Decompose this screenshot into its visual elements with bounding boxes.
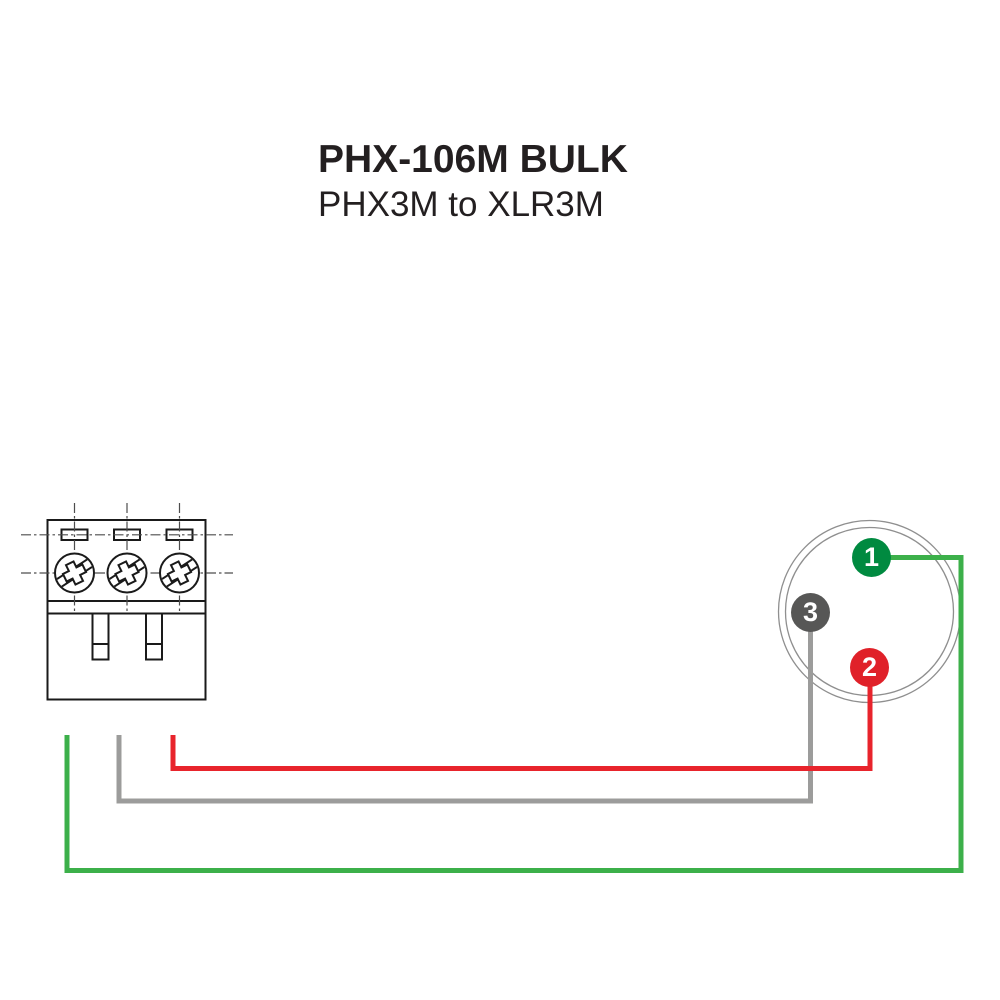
phoenix-connector-drawing: [21, 503, 233, 701]
terminal-screw-icon: [54, 552, 95, 594]
product-subtitle: PHX3M to XLR3M: [318, 185, 604, 224]
red-wire-right-terminal-to-pin2: [170, 668, 873, 771]
xlr-pin-2-number: 2: [861, 652, 878, 682]
terminal-screw-icon: [106, 552, 148, 594]
xlr-pin-2: 2: [850, 648, 889, 687]
product-title: PHX-106M BULK: [318, 138, 628, 181]
phoenix-leg: [91, 612, 110, 661]
green-wire-left-terminal-to-pin1: [64, 555, 964, 873]
phoenix-leg: [145, 612, 163, 661]
gray-wire-middle-terminal-to-pin3: [116, 613, 813, 804]
xlr-pin-1: 1: [852, 538, 891, 577]
xlr-pin-1-number: 1: [863, 542, 880, 572]
terminal-screw-icon: [159, 552, 200, 594]
header: PHX-106M BULK PHX3M to XLR3M: [318, 140, 628, 222]
xlr-pin-3-number: 3: [802, 597, 819, 627]
wires: [64, 555, 964, 873]
xlr-pin-3: 3: [791, 593, 830, 632]
